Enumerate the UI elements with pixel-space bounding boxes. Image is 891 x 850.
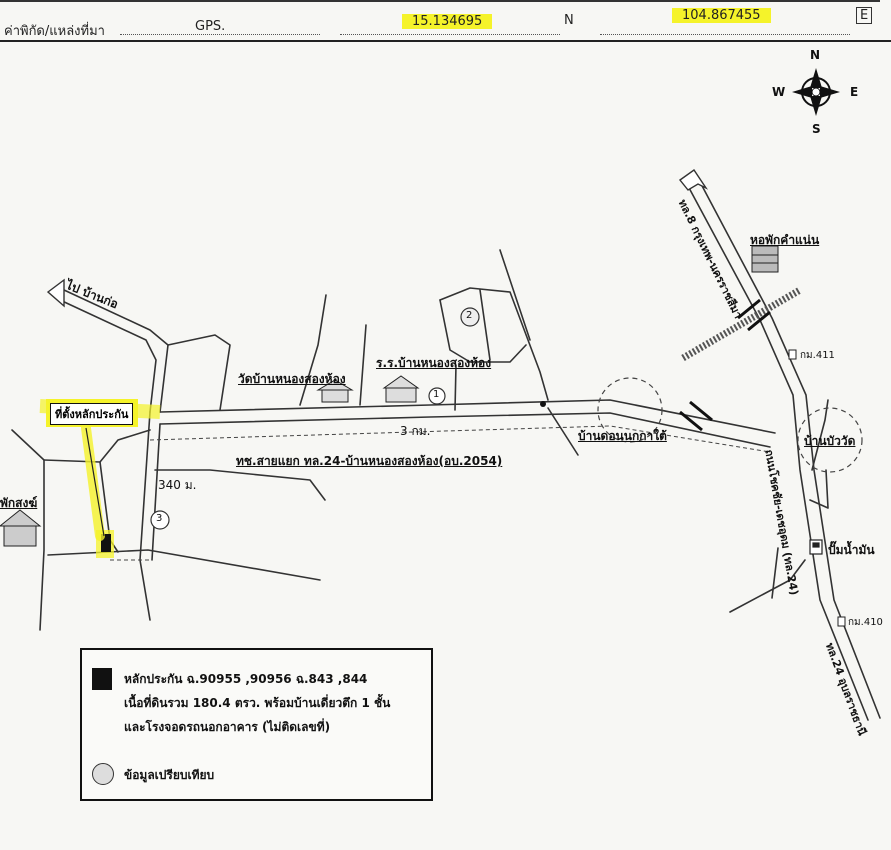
wat-loop-road <box>167 334 231 411</box>
callout-leader-highlight <box>81 423 105 541</box>
map-legend: หลักประกัน ฉ.90955 ,90956 ฉ.843 ,844 เนื… <box>80 648 433 801</box>
coordinate-field-label: ค่าพิกัด/แหล่งที่มา <box>4 24 105 39</box>
longitude-underline <box>600 34 850 35</box>
compass-west: W <box>772 85 786 99</box>
dashed-route <box>110 425 771 561</box>
don-nok-spur <box>547 407 579 456</box>
west-road-1 <box>139 411 151 621</box>
don-nok-area-circle <box>597 377 663 443</box>
collateral-land-marker <box>101 534 111 552</box>
coordinate-source: GPS. <box>195 19 226 34</box>
source-underline <box>120 34 320 35</box>
road-name-label: ทช.สายแยก ทล.24-บ้านหนองสองห้อง(อบ.2054) <box>236 454 503 468</box>
lower-right-road <box>729 559 806 613</box>
ban-ko-arrowhead <box>46 278 65 308</box>
legend-comparison-swatch <box>92 763 114 785</box>
legend-collateral-swatch <box>92 668 112 690</box>
legend-building-note: และโรงจอดรถนอกอาคาร (ไม่ติดเลขที่) <box>124 720 331 734</box>
main-road-north-edge <box>159 399 776 434</box>
north-spur-1 <box>299 294 327 406</box>
distance-3km: 3 กม. <box>400 424 431 438</box>
north-block-loop <box>439 299 527 363</box>
west-cross-road <box>43 429 151 463</box>
callout-leader-line <box>85 427 105 537</box>
school-spur <box>454 364 457 411</box>
wat-label: วัดบ้านหนองสองห้อง <box>238 372 346 386</box>
overpass-mark-2 <box>679 400 713 432</box>
marker-1-number: 1 <box>433 389 440 400</box>
km411-post-icon <box>788 349 797 360</box>
highway-west-edge <box>687 185 869 721</box>
km410-post-icon <box>837 616 846 627</box>
dormitory-building-icon <box>751 245 779 273</box>
latitude-suffix: N <box>564 13 574 28</box>
main-road-south-edge <box>159 412 771 448</box>
bua-wat-area-circle <box>797 407 863 473</box>
legend-comparison-label: ข้อมูลเปรียบเทียบ <box>124 768 215 782</box>
compass-east: E <box>850 85 859 99</box>
location-map <box>0 68 881 721</box>
km411-label: กม.411 <box>800 350 835 361</box>
ban-bua-wat-label: บ้านบัววัด <box>804 434 856 448</box>
monk-house-label: พักสงฆ์ <box>0 496 38 510</box>
latitude-underline <box>340 34 560 35</box>
far-west-road <box>11 429 45 631</box>
marker-2-number: 2 <box>466 310 473 321</box>
lower-west-road <box>47 549 321 581</box>
monk-house-icon <box>0 509 42 547</box>
compass-rose-icon <box>792 68 840 116</box>
school-building-icon <box>382 375 420 403</box>
legend-collateral-title: หลักประกัน ฉ.90955 ,90956 ฉ.843 ,844 <box>124 672 368 686</box>
header-top-rule <box>0 0 880 2</box>
marker-3-number: 3 <box>156 513 163 524</box>
gas-station-label: ปั๊มน้ำมัน <box>828 543 875 557</box>
coordinates-header: ค่าพิกัด/แหล่งที่มา GPS. 15.134695 N 104… <box>0 0 891 42</box>
compass-south: S <box>812 122 821 136</box>
latitude-value: 15.134695 <box>402 14 493 29</box>
north-block-road <box>439 287 549 401</box>
collateral-callout-text: ที่ตั้งหลักประกัน <box>50 403 134 425</box>
gas-station-icon <box>809 539 823 555</box>
north-block-inner-1 <box>479 289 491 361</box>
highway-north-arrowhead <box>678 169 709 191</box>
railway-line <box>681 286 802 362</box>
don-nok-label: บ้านดอนนกกาใต้ <box>578 429 667 443</box>
compass-north: N <box>810 48 821 62</box>
distance-340m: 340 ม. <box>158 478 197 492</box>
km410-label: กม.410 <box>848 617 883 628</box>
longitude-value: 104.867455 <box>672 8 771 23</box>
road-to-ban-ko-a <box>63 289 169 413</box>
marker-3 <box>150 510 170 530</box>
longitude-suffix: E <box>856 7 873 24</box>
bua-wat-road-east <box>809 469 829 509</box>
road-to-ban-ko-b <box>59 299 157 413</box>
overpass-mark-1 <box>737 298 771 332</box>
dorm-label: หอพักคำแน่น <box>750 233 820 247</box>
lower-right-spur <box>771 547 779 599</box>
marker-2 <box>460 307 480 327</box>
legend-land-area: เนื้อที่ดินรวม 180.4 ตรว. พร้อมบ้านเดี่ย… <box>124 696 391 710</box>
school-label: ร.ร.บ้านหนองสองห้อง <box>376 356 492 370</box>
north-block-inner-2 <box>499 249 531 341</box>
north-spur-2 <box>359 324 367 406</box>
road-340m <box>154 469 326 501</box>
wat-temple-icon <box>316 379 354 403</box>
collateral-callout: ที่ตั้งหลักประกัน <box>46 399 138 427</box>
bua-wat-road-north <box>811 399 829 471</box>
west-road-2 <box>151 423 161 561</box>
junction-dot <box>540 401 546 407</box>
marker-1 <box>428 387 446 405</box>
